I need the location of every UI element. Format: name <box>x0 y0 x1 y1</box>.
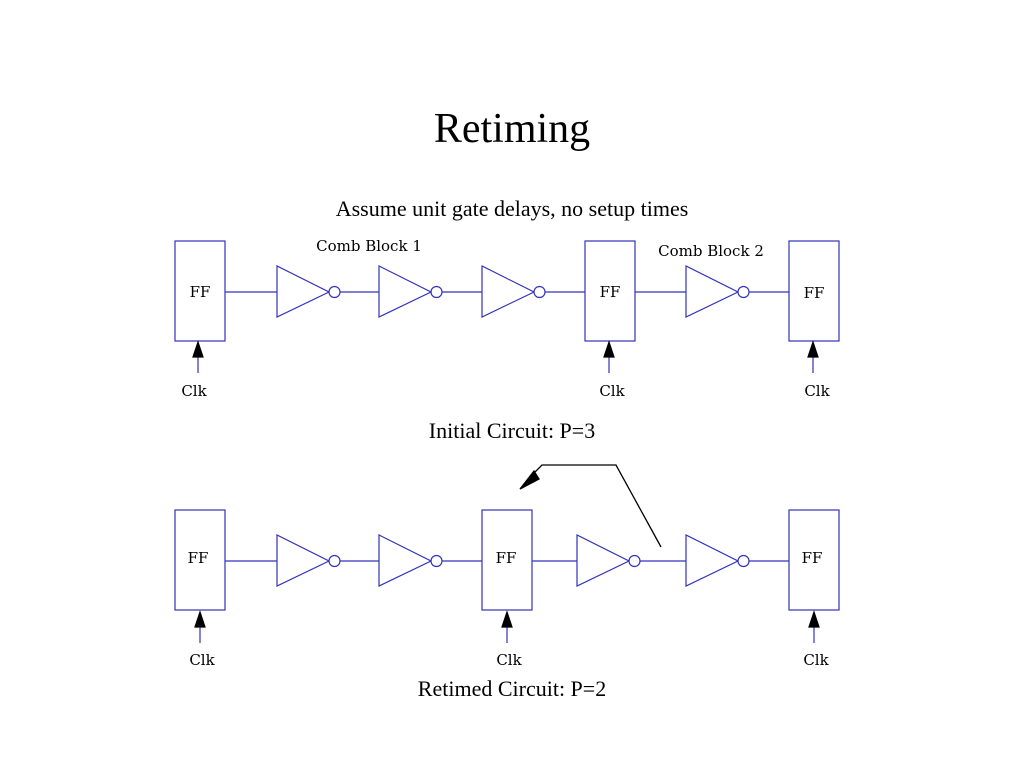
initial-circuit-caption: Initial Circuit: P=3 <box>428 418 596 443</box>
slide-title: Retiming <box>433 106 591 152</box>
inverter-icon <box>378 534 443 587</box>
flip-flop-box <box>788 509 840 611</box>
clk-label: Clk <box>496 651 522 669</box>
comb-block-1-label: Comb Block 1 <box>316 237 422 255</box>
comb-block-2-label: Comb Block 2 <box>658 242 764 260</box>
clock-arrow-icon <box>194 610 206 643</box>
inverter-icon <box>576 534 641 587</box>
flip-flop-box <box>174 240 226 342</box>
flip-flop-box <box>174 509 226 611</box>
ff-label: FF <box>496 549 517 567</box>
inverter-icon <box>276 534 341 587</box>
clock-arrow-icon <box>192 340 204 373</box>
clk-label: Clk <box>189 651 215 669</box>
clk-label: Clk <box>181 382 207 400</box>
clock-arrow-icon <box>603 340 615 373</box>
ff-label: FF <box>190 283 211 301</box>
retimed-circuit <box>174 509 840 643</box>
initial-circuit <box>174 240 840 373</box>
clock-arrow-icon <box>807 340 819 373</box>
ff-label: FF <box>600 283 621 301</box>
ff-label: FF <box>802 549 823 567</box>
inverter-icon <box>276 265 341 318</box>
clk-label: Clk <box>803 651 829 669</box>
clk-label: Clk <box>599 382 625 400</box>
clk-label: Clk <box>804 382 830 400</box>
inverter-icon <box>481 265 546 318</box>
clock-arrow-icon <box>808 610 820 643</box>
retiming-arrow-icon <box>519 464 662 548</box>
flip-flop-box <box>788 240 840 342</box>
retimed-circuit-caption: Retimed Circuit: P=2 <box>417 676 607 701</box>
ff-label: FF <box>188 549 209 567</box>
inverter-icon <box>378 265 443 318</box>
flip-flop-box <box>584 240 636 342</box>
ff-label: FF <box>804 284 825 302</box>
inverter-icon <box>685 534 750 587</box>
flip-flop-box <box>481 509 533 611</box>
inverter-icon <box>685 265 750 318</box>
clock-arrow-icon <box>501 610 513 643</box>
slide-subtitle: Assume unit gate delays, no setup times <box>335 196 689 221</box>
